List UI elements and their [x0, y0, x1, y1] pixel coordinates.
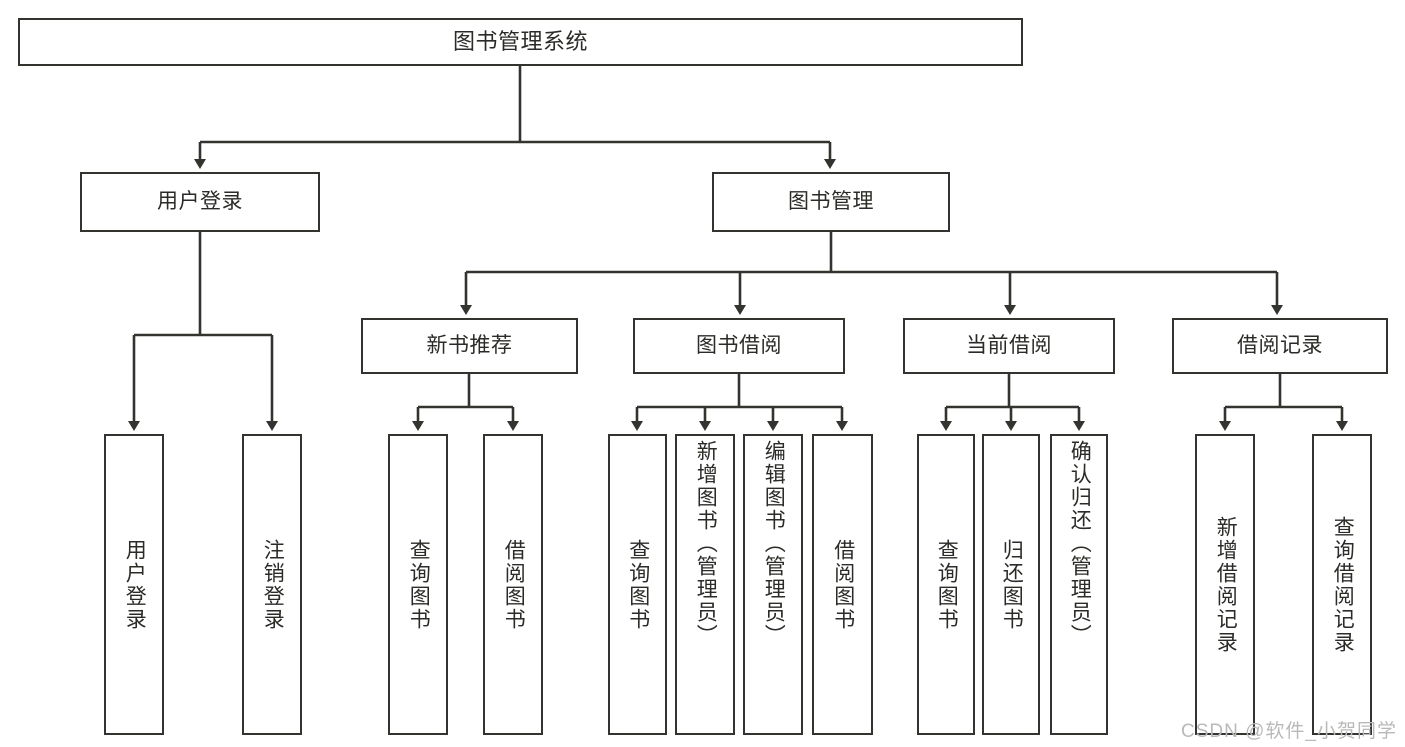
node-label: 图书管理 [788, 189, 874, 213]
node-leaf-return-book[interactable]: 归还图书 [982, 434, 1040, 735]
node-label: 新增借阅记录 [1214, 515, 1238, 654]
node-label: 用户登录 [157, 189, 243, 213]
node-leaf-edit-book[interactable]: 编辑图书（管理员） [743, 434, 803, 735]
node-label: 借阅图书 [502, 538, 526, 631]
node-label: 图书借阅 [696, 333, 782, 357]
node-book-borrow[interactable]: 图书借阅 [633, 318, 845, 374]
node-leaf-borrow-book-2[interactable]: 借阅图书 [812, 434, 873, 735]
node-label: 查询借阅记录 [1331, 515, 1355, 654]
node-book-manage[interactable]: 图书管理 [712, 172, 950, 232]
node-label: 查询图书 [626, 538, 650, 631]
node-label: 注销登录 [261, 538, 285, 631]
node-label: 新书推荐 [426, 333, 513, 357]
node-borrow-record[interactable]: 借阅记录 [1172, 318, 1388, 374]
node-leaf-user-login[interactable]: 用户登录 [104, 434, 164, 735]
node-leaf-query-book-1[interactable]: 查询图书 [388, 434, 448, 735]
node-leaf-add-record[interactable]: 新增借阅记录 [1195, 434, 1255, 735]
csdn-watermark: CSDN @软件_小贺同学 [1181, 721, 1397, 742]
node-label: 查询图书 [935, 538, 959, 631]
node-leaf-query-book-2[interactable]: 查询图书 [608, 434, 667, 735]
node-label: 用户登录 [123, 538, 147, 631]
node-current-borrow[interactable]: 当前借阅 [903, 318, 1115, 374]
node-label: 查询图书 [407, 538, 431, 631]
node-label: 借阅记录 [1237, 333, 1323, 357]
node-label: 当前借阅 [966, 333, 1052, 357]
node-label: 借阅图书 [831, 538, 855, 631]
node-leaf-logout[interactable]: 注销登录 [242, 434, 302, 735]
node-leaf-borrow-book-1[interactable]: 借阅图书 [483, 434, 543, 735]
node-label: 归还图书 [1000, 538, 1024, 631]
node-label: 编辑图书（管理员） [762, 440, 786, 647]
node-root-system[interactable]: 图书管理系统 [18, 18, 1023, 66]
node-new-book-recommend[interactable]: 新书推荐 [361, 318, 578, 374]
node-leaf-query-book-3[interactable]: 查询图书 [917, 434, 975, 735]
node-label: 图书管理系统 [452, 29, 588, 55]
node-leaf-confirm-return[interactable]: 确认归还（管理员） [1050, 434, 1108, 735]
node-label: 确认归还（管理员） [1068, 440, 1092, 647]
node-label: 新增图书（管理员） [694, 440, 718, 647]
node-leaf-query-record[interactable]: 查询借阅记录 [1312, 434, 1372, 735]
node-leaf-add-book[interactable]: 新增图书（管理员） [675, 434, 735, 735]
node-user-login[interactable]: 用户登录 [80, 172, 320, 232]
